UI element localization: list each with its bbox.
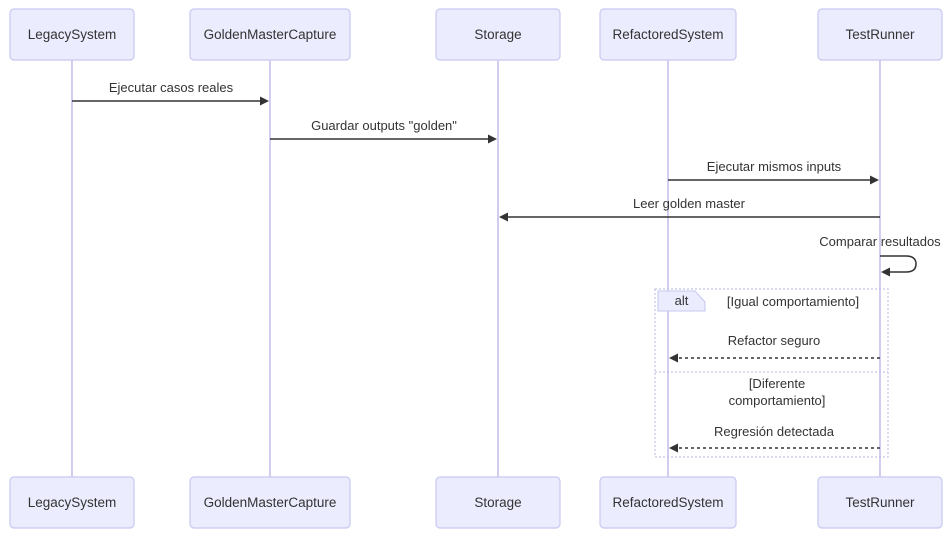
- participant-label: TestRunner: [845, 27, 915, 42]
- message-label: Refactor seguro: [728, 333, 821, 348]
- participant-bottom-capture[interactable]: GoldenMasterCapture: [189, 476, 351, 529]
- participant-top-runner[interactable]: TestRunner: [817, 8, 943, 61]
- self-message-label: Comparar resultados: [819, 234, 941, 249]
- message-m1[interactable]: Ejecutar casos reales: [72, 80, 269, 106]
- participant-label: LegacySystem: [28, 495, 117, 510]
- participant-box: [9, 8, 135, 61]
- message-label: Ejecutar casos reales: [109, 80, 234, 95]
- participant-box: [817, 8, 943, 61]
- participant-label: TestRunner: [845, 495, 915, 510]
- participant-label: RefactoredSystem: [612, 495, 723, 510]
- message-m6[interactable]: Refactor seguro: [669, 333, 880, 363]
- participant-label: GoldenMasterCapture: [204, 27, 337, 42]
- participant-top-capture[interactable]: GoldenMasterCapture: [189, 8, 351, 61]
- message-label: Guardar outputs "golden": [311, 118, 457, 133]
- participant-box: [189, 476, 351, 529]
- self-message-m5[interactable]: Comparar resultados: [819, 234, 941, 277]
- participant-top-storage[interactable]: Storage: [435, 8, 561, 61]
- participant-box: [9, 476, 135, 529]
- alt-keyword-tab: [657, 290, 706, 312]
- alt-keyword-label: alt: [675, 293, 689, 308]
- participant-label: LegacySystem: [28, 27, 117, 42]
- alt-condition-label: [Igual comportamiento]: [727, 294, 859, 309]
- participant-top-group: LegacySystem GoldenMasterCapture Storage Re…: [9, 8, 943, 61]
- message-m3[interactable]: Ejecutar mismos inputs: [668, 159, 879, 185]
- participant-bottom-storage[interactable]: Storage: [435, 476, 561, 529]
- arrowhead-icon: [669, 353, 678, 363]
- arrowhead-icon: [488, 134, 497, 144]
- participant-box: [599, 476, 737, 529]
- participant-box: [435, 476, 561, 529]
- message-m7[interactable]: Regresión detectada: [669, 424, 880, 453]
- arrowhead-icon: [260, 96, 269, 106]
- participant-bottom-group: LegacySystem GoldenMasterCapture Storage Re…: [9, 476, 943, 529]
- participant-box: [817, 476, 943, 529]
- message-m2[interactable]: Guardar outputs "golden": [270, 118, 497, 144]
- arrowhead-icon: [669, 443, 678, 453]
- arrowhead-icon: [870, 175, 879, 185]
- lifeline-group: [71, 60, 881, 477]
- participant-top-refact[interactable]: RefactoredSystem: [599, 8, 737, 61]
- participant-box: [599, 8, 737, 61]
- arrowhead-icon: [499, 212, 508, 222]
- participant-box: [435, 8, 561, 61]
- participant-bottom-legacy[interactable]: LegacySystem: [9, 476, 135, 529]
- self-message-loop: [880, 255, 917, 273]
- message-label: Ejecutar mismos inputs: [707, 159, 842, 174]
- participant-box: [189, 8, 351, 61]
- participant-label: Storage: [474, 27, 521, 42]
- participant-label: GoldenMasterCapture: [204, 495, 337, 510]
- participant-top-legacy[interactable]: LegacySystem: [9, 8, 135, 61]
- message-label: Leer golden master: [633, 196, 746, 211]
- arrowhead-icon: [881, 267, 890, 277]
- message-m4[interactable]: Leer golden master: [499, 196, 880, 222]
- participant-bottom-refact[interactable]: RefactoredSystem: [599, 476, 737, 529]
- participant-bottom-runner[interactable]: TestRunner: [817, 476, 943, 529]
- participant-label: RefactoredSystem: [612, 27, 723, 42]
- alt-frame-border: [654, 288, 889, 458]
- participant-label: Storage: [474, 495, 521, 510]
- message-label: Regresión detectada: [714, 424, 835, 439]
